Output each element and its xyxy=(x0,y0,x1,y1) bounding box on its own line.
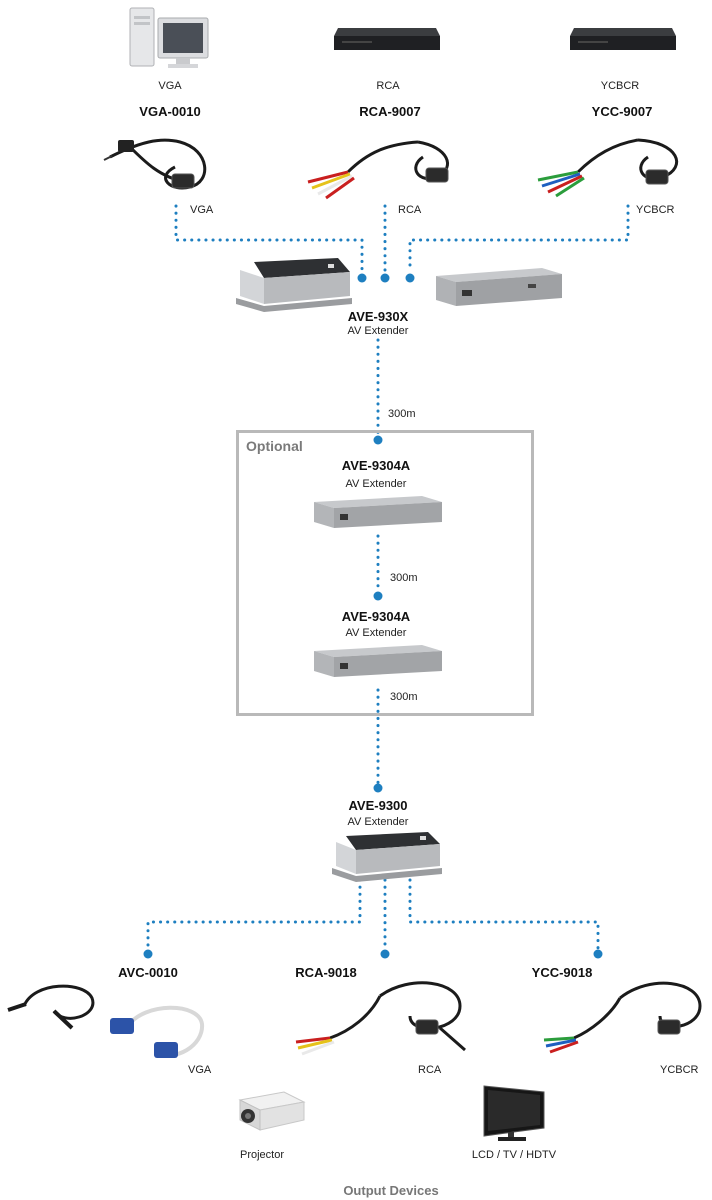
rca-source-device-icon xyxy=(334,28,440,50)
output-signal-ycbcr: YCBCR xyxy=(660,1064,699,1076)
connector-dot xyxy=(373,435,383,445)
vga-input-line xyxy=(174,204,364,272)
connector-dot xyxy=(143,949,153,959)
ycbcr-output-line xyxy=(408,878,600,950)
rca-output-cable-icon xyxy=(295,981,466,1056)
lcd-tv-icon xyxy=(483,1085,545,1141)
connector-dot xyxy=(380,273,390,283)
input-signal-ycbcr: YCBCR xyxy=(636,204,675,216)
input-signal-vga: VGA xyxy=(190,204,214,216)
connector-dot xyxy=(357,273,367,283)
connector-dot xyxy=(380,949,390,959)
output-device-projector: Projector xyxy=(239,1149,285,1161)
cable-model-ycc-9018: YCC-9018 xyxy=(531,965,593,980)
connector-dot xyxy=(593,949,603,959)
connector-dot xyxy=(373,591,383,601)
extender-transmitter-alt-icon xyxy=(436,268,562,306)
distance-label-3: 300m xyxy=(390,691,418,703)
ycbcr-input-line xyxy=(408,204,630,272)
distance-label-1: 300m xyxy=(388,408,416,420)
source-label-vga: VGA xyxy=(158,80,182,92)
output-device-lcd-tv-hdtv: LCD / TV / HDTV xyxy=(471,1149,557,1161)
input-signal-rca: RCA xyxy=(398,204,422,216)
vga-output-cable-icon xyxy=(110,1005,205,1058)
cable-model-rca-9007: RCA-9007 xyxy=(359,104,421,119)
source-label-rca: RCA xyxy=(376,80,400,92)
source-label-ycbcr: YCBCR xyxy=(600,80,640,92)
extender-receiver-icon xyxy=(332,832,442,882)
transmitter-model: AVE-930X xyxy=(347,309,409,324)
transmitter-type: AV Extender xyxy=(347,325,409,337)
repeater-2-type: AV Extender xyxy=(345,627,407,639)
cable-model-avc-0010: AVC-0010 xyxy=(118,965,178,980)
pc-computer-icon xyxy=(129,7,209,68)
extender-transmitter-icon xyxy=(236,258,352,312)
optional-section-box xyxy=(236,430,534,716)
ycbcr-output-cable-icon xyxy=(543,981,702,1054)
output-signal-vga: VGA xyxy=(188,1064,212,1076)
rca-cable-icon xyxy=(307,140,449,200)
connector-dot xyxy=(405,273,415,283)
repeater-1-model: AVE-9304A xyxy=(341,458,411,473)
output-signal-rca: RCA xyxy=(418,1064,442,1076)
receiver-model: AVE-9300 xyxy=(348,798,408,813)
vga-output-line xyxy=(146,878,362,950)
ycbcr-cable-icon xyxy=(537,138,679,198)
connector-dot xyxy=(373,783,383,793)
output-devices-caption: Output Devices xyxy=(343,1183,439,1198)
repeater-2-model: AVE-9304A xyxy=(341,609,411,624)
distance-label-2: 300m xyxy=(390,572,418,584)
repeater-1-type: AV Extender xyxy=(345,478,407,490)
receiver-type: AV Extender xyxy=(347,816,409,828)
audio-cable-icon xyxy=(7,984,95,1030)
cable-model-ycc-9007: YCC-9007 xyxy=(591,104,653,119)
ycbcr-source-device-icon xyxy=(570,28,676,50)
vga-cable-icon xyxy=(103,138,207,190)
repeater-1-icon xyxy=(314,496,442,528)
cable-model-vga-0010: VGA-0010 xyxy=(139,104,201,119)
projector-icon xyxy=(238,1091,306,1131)
optional-section-title: Optional xyxy=(246,438,303,454)
repeater-2-icon xyxy=(314,645,442,677)
cable-model-rca-9018: RCA-9018 xyxy=(295,965,357,980)
